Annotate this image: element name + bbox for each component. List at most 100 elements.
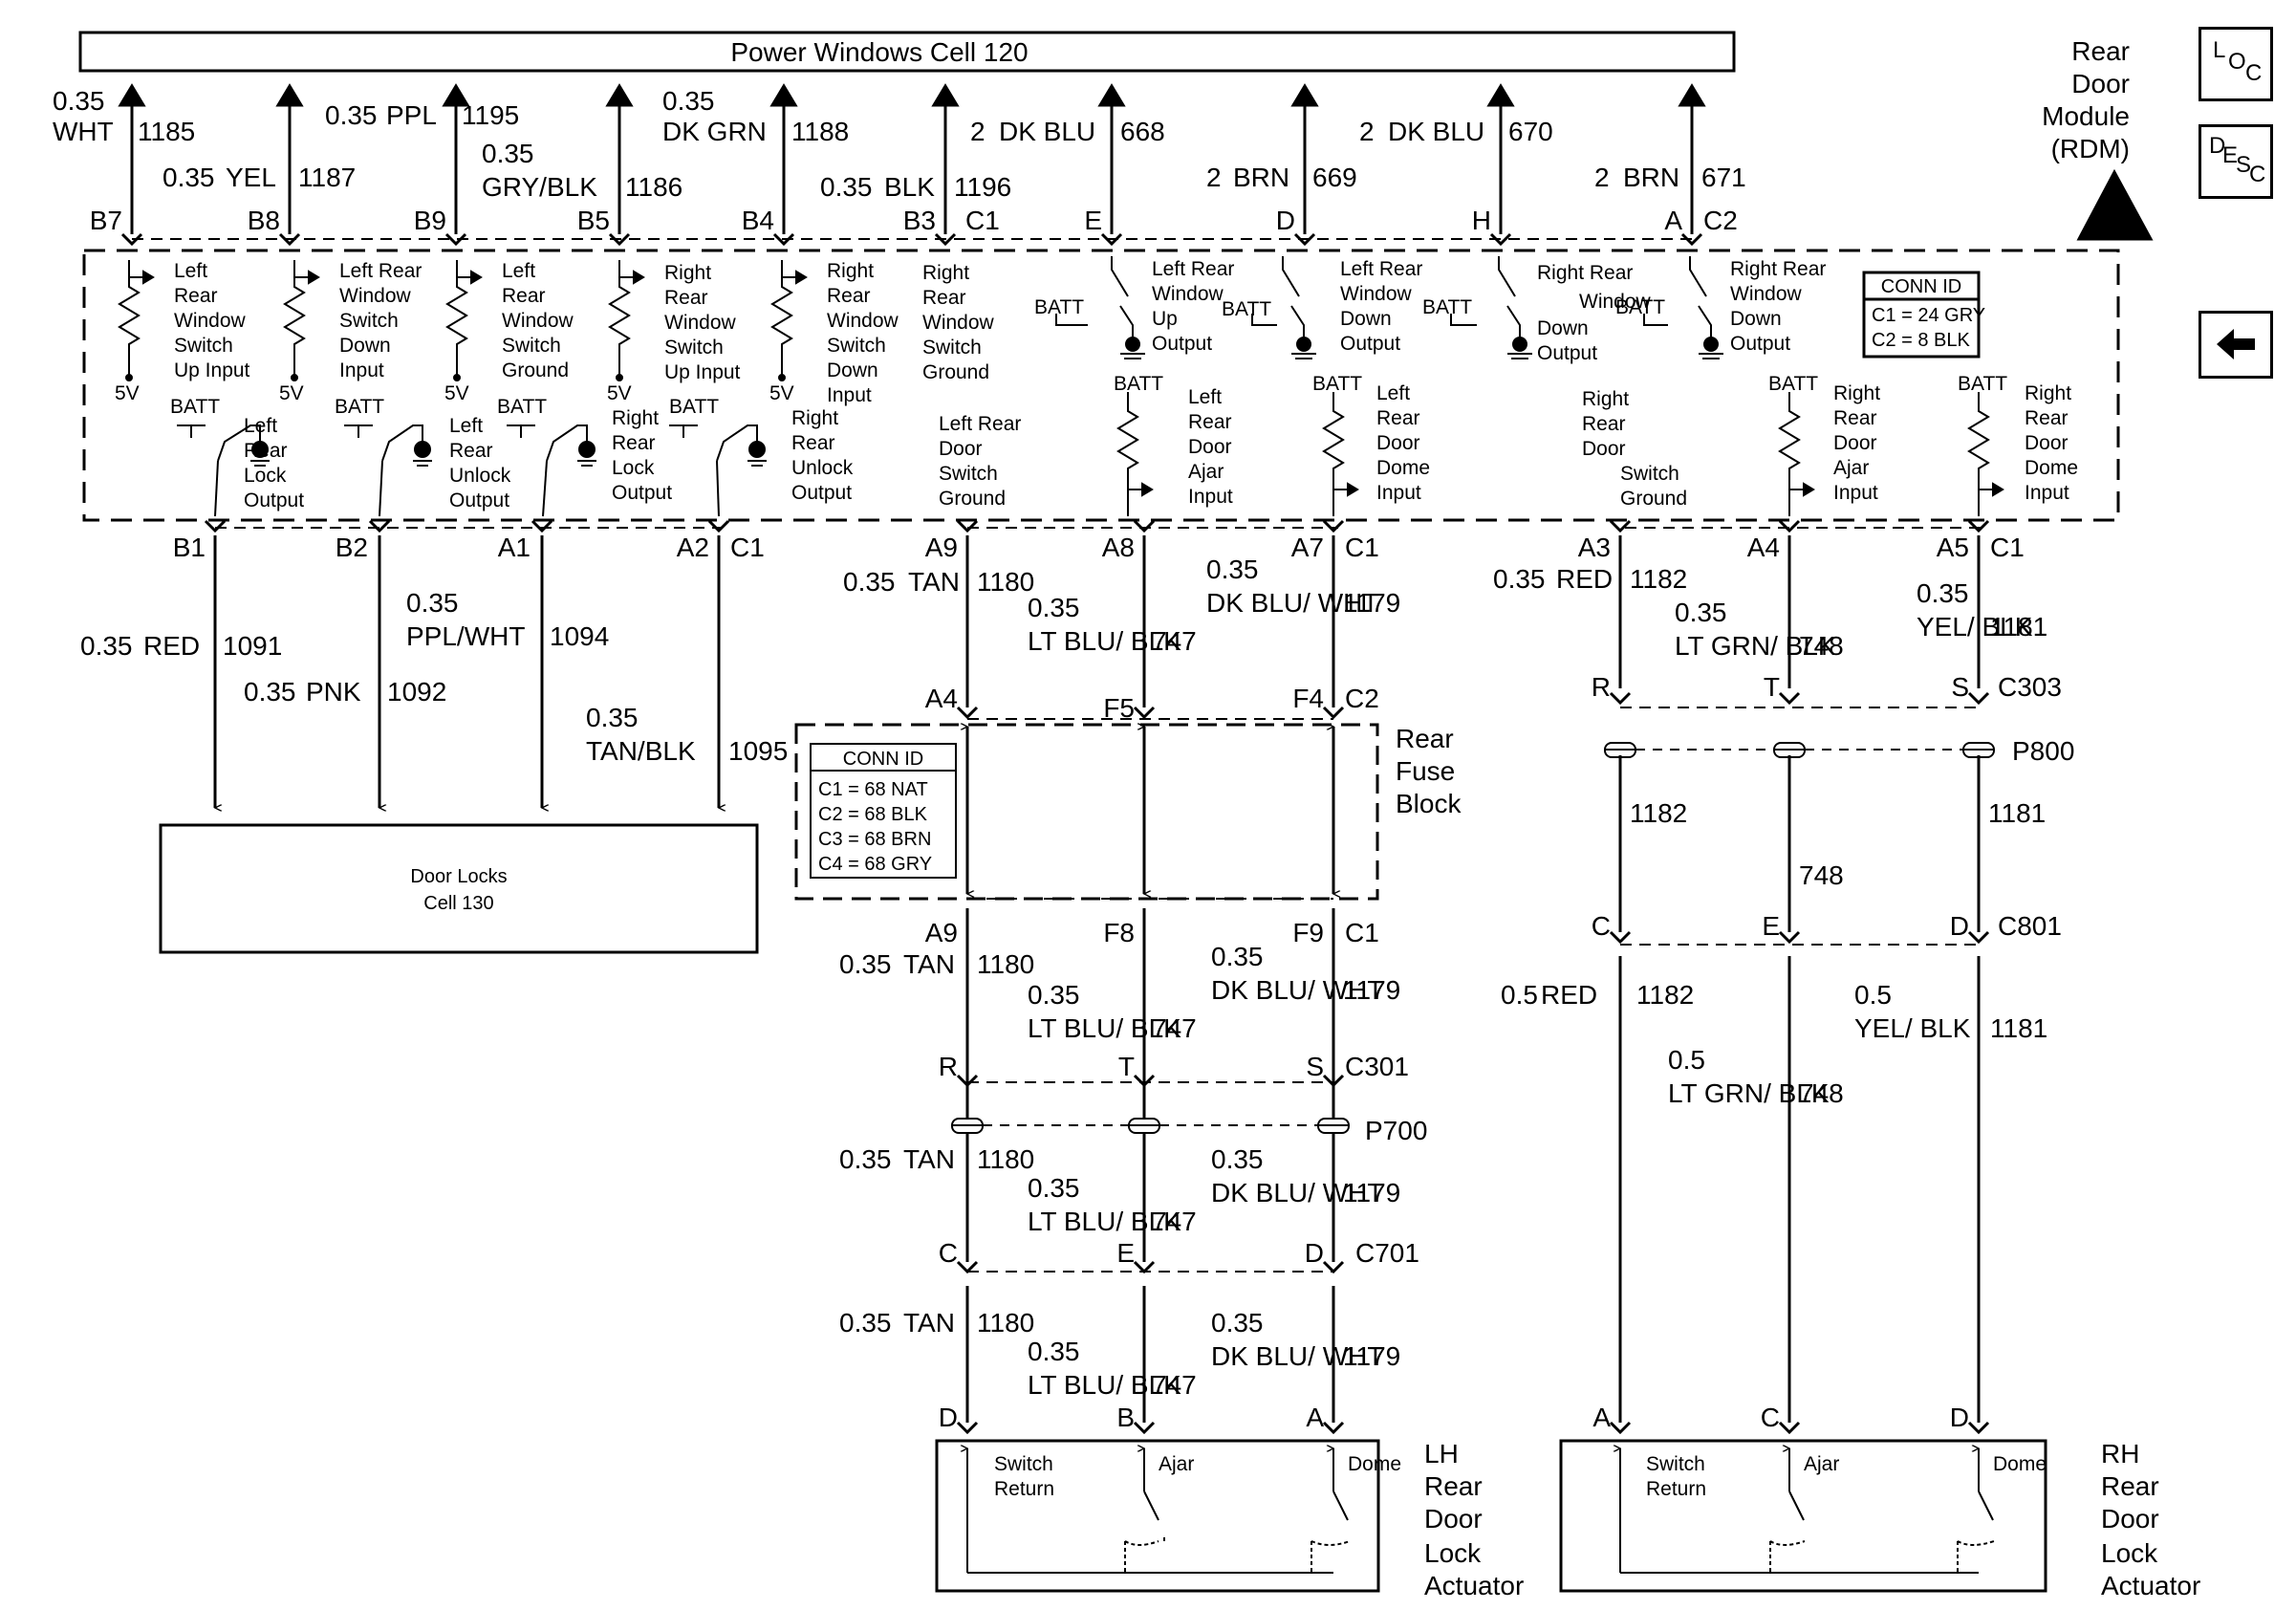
- svg-text:1195: 1195: [462, 100, 519, 130]
- svg-text:Rear: Rear: [612, 432, 656, 454]
- svg-text:Window: Window: [174, 310, 247, 332]
- svg-text:Window: Window: [1152, 283, 1224, 305]
- svg-text:Rear: Rear: [174, 285, 218, 307]
- svg-text:Output: Output: [449, 490, 509, 511]
- lh-actuator-label: LH Rear Door Lock Actuator: [1424, 1439, 1524, 1600]
- svg-text:1181: 1181: [1988, 798, 2046, 828]
- svg-text:1181: 1181: [1990, 612, 2047, 642]
- svg-text:B8: B8: [248, 206, 280, 235]
- svg-text:Door: Door: [2071, 69, 2130, 98]
- back-arrow-icon[interactable]: [2199, 311, 2273, 379]
- svg-text:Fuse: Fuse: [1396, 756, 1455, 786]
- svg-text:1180: 1180: [977, 949, 1034, 979]
- svg-text:2: 2: [1359, 117, 1375, 146]
- svg-text:Right: Right: [827, 260, 874, 282]
- svg-text:Switch: Switch: [664, 337, 724, 359]
- svg-text:BLK: BLK: [884, 172, 935, 202]
- loc-icon-c: C: [2245, 60, 2263, 86]
- svg-text:Left: Left: [1376, 382, 1410, 404]
- svg-text:C: C: [939, 1238, 958, 1268]
- svg-text:Return: Return: [994, 1478, 1054, 1500]
- svg-text:DK BLU: DK BLU: [1388, 117, 1484, 146]
- svg-text:1180: 1180: [977, 1308, 1034, 1338]
- svg-text:WHT: WHT: [53, 117, 114, 146]
- svg-text:Door: Door: [2101, 1504, 2159, 1534]
- svg-text:Down: Down: [827, 359, 878, 381]
- loc-icon[interactable]: L O C: [2199, 27, 2273, 101]
- svg-text:C1 = 24 GRY: C1 = 24 GRY: [1872, 305, 1985, 326]
- svg-text:1180: 1180: [977, 567, 1034, 597]
- svg-text:F4: F4: [1292, 684, 1324, 713]
- svg-text:1179: 1179: [1343, 975, 1400, 1005]
- svg-text:Switch: Switch: [939, 463, 998, 485]
- door-locks-cell-box: [159, 823, 759, 954]
- svg-text:Switch: Switch: [502, 335, 561, 357]
- svg-text:Rear: Rear: [664, 287, 708, 309]
- svg-text:0.35: 0.35: [406, 588, 459, 618]
- svg-text:Door: Door: [1424, 1504, 1483, 1534]
- rdm-conn-id-box: [1862, 271, 1981, 359]
- svg-text:0.35: 0.35: [839, 949, 892, 979]
- svg-text:0.35: 0.35: [1028, 1173, 1080, 1203]
- svg-text:1188: 1188: [791, 117, 849, 146]
- svg-text:CONN ID: CONN ID: [1881, 276, 1961, 297]
- svg-text:RED: RED: [143, 631, 200, 661]
- svg-text:Unlock: Unlock: [449, 465, 511, 487]
- svg-text:Switch: Switch: [174, 335, 233, 357]
- svg-text:Unlock: Unlock: [791, 457, 854, 479]
- rdm-conn-id-text: CONN ID C1 = 24 GRY C2 = 8 BLK: [1872, 276, 1985, 351]
- svg-text:Lock: Lock: [244, 465, 287, 487]
- svg-text:Output: Output: [1537, 342, 1597, 364]
- svg-text:Switch: Switch: [1646, 1453, 1705, 1475]
- desc-icon[interactable]: D E S C: [2199, 124, 2273, 199]
- svg-text:Rear: Rear: [1424, 1471, 1483, 1501]
- svg-text:Input: Input: [2025, 482, 2069, 504]
- svg-text:Ground: Ground: [502, 359, 569, 381]
- svg-text:Dome: Dome: [1376, 457, 1430, 479]
- svg-text:0.35: 0.35: [586, 703, 639, 732]
- svg-text:F8: F8: [1103, 918, 1135, 947]
- svg-text:0.35: 0.35: [839, 1144, 892, 1174]
- svg-text:DK GRN: DK GRN: [662, 117, 767, 146]
- svg-text:Door: Door: [1582, 438, 1626, 460]
- svg-text:LT BLU/ BLK: LT BLU/ BLK: [1028, 626, 1181, 656]
- svg-text:Window: Window: [827, 310, 899, 332]
- svg-text:C1: C1: [1345, 533, 1379, 562]
- svg-text:CONN ID: CONN ID: [843, 749, 923, 770]
- svg-text:Window: Window: [922, 312, 995, 334]
- svg-text:Ground: Ground: [1620, 488, 1687, 510]
- svg-text:Rear: Rear: [2025, 407, 2069, 429]
- svg-text:A9: A9: [925, 918, 958, 947]
- svg-text:1182: 1182: [1636, 980, 1694, 1010]
- svg-text:A8: A8: [1102, 533, 1135, 562]
- svg-text:R: R: [939, 1052, 958, 1081]
- svg-text:TAN: TAN: [903, 949, 955, 979]
- svg-text:DK BLU/ WHT: DK BLU/ WHT: [1211, 975, 1383, 1005]
- svg-text:A: A: [1664, 206, 1682, 235]
- svg-text:BATT: BATT: [1312, 373, 1362, 395]
- svg-text:Module: Module: [2042, 101, 2130, 131]
- svg-text:Left: Left: [244, 415, 277, 437]
- svg-text:BATT: BATT: [1114, 373, 1163, 395]
- svg-text:DK BLU/ WHT: DK BLU/ WHT: [1211, 1341, 1383, 1371]
- svg-text:Output: Output: [1730, 333, 1790, 355]
- svg-text:Rear: Rear: [1188, 411, 1232, 433]
- svg-text:F9: F9: [1292, 918, 1324, 947]
- svg-text:Rear: Rear: [449, 440, 493, 462]
- svg-text:Output: Output: [1152, 333, 1212, 355]
- svg-text:B1: B1: [173, 533, 206, 562]
- svg-text:BATT: BATT: [669, 396, 719, 418]
- svg-text:0.35: 0.35: [1211, 1144, 1264, 1174]
- svg-text:1185: 1185: [138, 117, 195, 146]
- svg-text:PPL: PPL: [386, 100, 437, 130]
- svg-text:Door: Door: [1376, 432, 1420, 454]
- svg-text:0.35: 0.35: [839, 1308, 892, 1338]
- svg-text:747: 747: [1152, 626, 1197, 656]
- top-conn-c2: C2: [1703, 206, 1738, 235]
- svg-text:Switch: Switch: [1620, 463, 1679, 485]
- svg-text:Output: Output: [244, 490, 304, 511]
- svg-text:RED: RED: [1541, 980, 1597, 1010]
- svg-text:Switch: Switch: [339, 310, 399, 332]
- svg-text:BRN: BRN: [1623, 163, 1679, 192]
